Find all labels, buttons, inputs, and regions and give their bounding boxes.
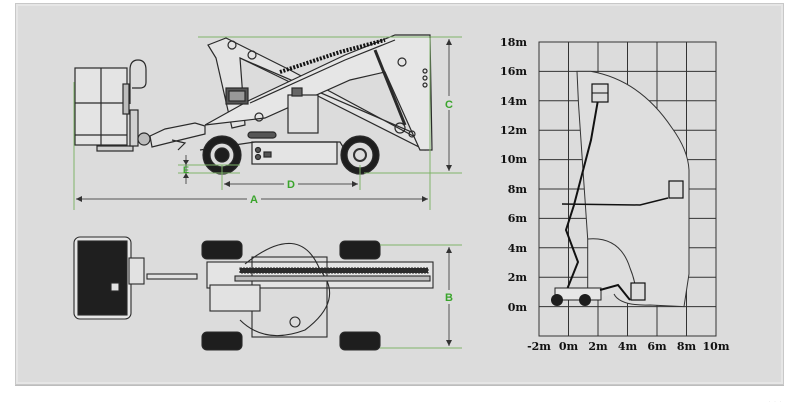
svg-text:8m: 8m	[677, 340, 697, 353]
svg-text:0m: 0m	[559, 340, 579, 353]
platform-basket-top	[73, 236, 145, 320]
wheels-top	[201, 240, 381, 351]
working-envelope	[576, 70, 690, 308]
svg-text:6m: 6m	[647, 340, 667, 353]
svg-text:16m: 16m	[500, 65, 527, 78]
working-range-chart: 18m 16m 14m 12m 10m 8m 6m 4m 2m 0m -2m 0…	[500, 36, 730, 353]
chassis-top	[206, 242, 434, 338]
jib-arm	[137, 122, 206, 151]
turret	[287, 94, 319, 134]
svg-text:0m: 0m	[508, 301, 528, 314]
boom-max-height	[564, 83, 609, 293]
dimension-label-a: A	[250, 194, 258, 206]
machine-base	[551, 282, 646, 306]
boom-max-outreach	[561, 180, 684, 206]
top-view	[73, 236, 434, 351]
svg-text:10m: 10m	[500, 153, 527, 166]
dimension-label-c: C	[445, 99, 453, 111]
side-view	[74, 34, 433, 175]
dimension-label-e: E	[183, 165, 189, 175]
svg-text:8m: 8m	[508, 183, 528, 196]
watermark: · · ·	[768, 396, 782, 406]
svg-text:2m: 2m	[588, 340, 608, 353]
lower-boom	[204, 34, 433, 151]
svg-text:10m: 10m	[703, 340, 730, 353]
x-axis-labels: -2m 0m 2m 4m 6m 8m 10m	[527, 340, 730, 353]
jib-top	[146, 273, 198, 280]
svg-text:-2m: -2m	[527, 340, 551, 353]
dimension-label-b: B	[445, 292, 453, 304]
svg-text:6m: 6m	[508, 212, 528, 225]
svg-text:4m: 4m	[508, 242, 528, 255]
platform-basket	[74, 59, 147, 152]
svg-text:12m: 12m	[500, 124, 527, 137]
svg-text:18m: 18m	[500, 36, 527, 49]
svg-text:14m: 14m	[500, 95, 527, 108]
pivot-pin	[227, 40, 237, 50]
svg-text:2m: 2m	[508, 271, 528, 284]
dimension-label-d: D	[287, 179, 295, 191]
svg-text:4m: 4m	[618, 340, 638, 353]
y-axis-labels: 18m 16m 14m 12m 10m 8m 6m 4m 2m 0m	[500, 36, 527, 314]
side-view-dimension-arrows	[76, 39, 452, 202]
